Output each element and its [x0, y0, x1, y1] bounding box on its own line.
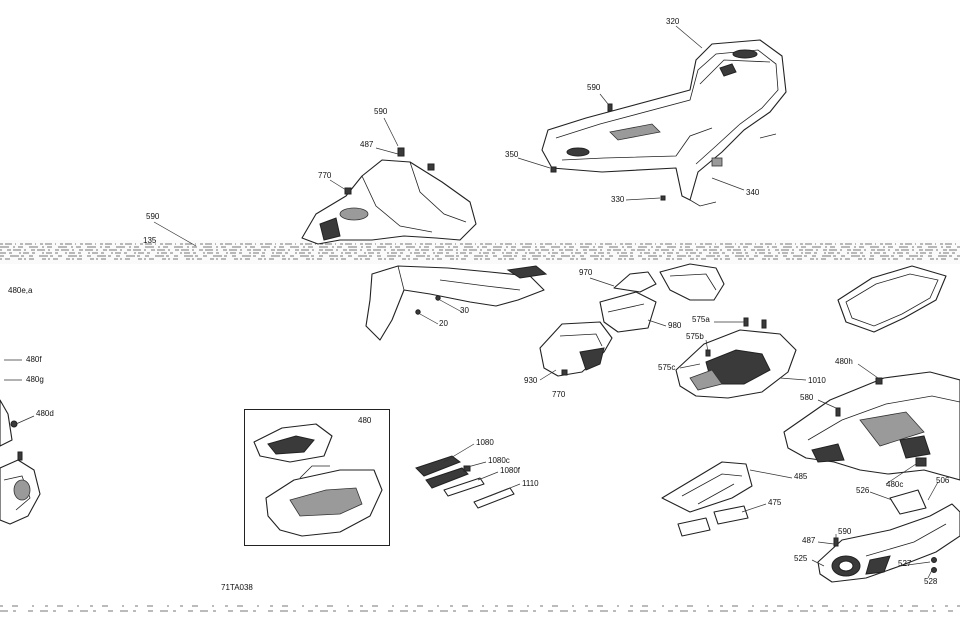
- callout-575a: 575a: [692, 315, 710, 324]
- seat-kit-frame: [244, 409, 390, 546]
- callout-590: 590: [838, 527, 852, 536]
- callout-930: 930: [524, 376, 538, 385]
- callout-480d: 480d: [36, 409, 54, 418]
- callout-970: 970: [579, 268, 593, 277]
- callout-480c: 480c: [886, 480, 904, 489]
- callout-770: 770: [318, 171, 332, 180]
- rack-hardware: [550, 103, 777, 201]
- callout-526: 526: [856, 486, 870, 495]
- callout-1080: 1080: [476, 438, 494, 447]
- scan-noise-bottom: [0, 605, 960, 612]
- callout-527: 527: [898, 559, 912, 568]
- front-bumper-left: [0, 399, 41, 525]
- callout-485: 485: [794, 472, 808, 481]
- callout-350: 350: [505, 150, 519, 159]
- callout-475: 475: [768, 498, 782, 507]
- callout-590: 590: [374, 107, 388, 116]
- callout-320: 320: [666, 17, 680, 26]
- callout-575b: 575b: [686, 332, 704, 341]
- front-fender-upper: [301, 147, 477, 245]
- callout-480f: 480f: [26, 355, 42, 364]
- pad-475: [677, 505, 749, 537]
- callout-528: 528: [924, 577, 938, 586]
- callout-135: 135: [143, 236, 157, 245]
- callout-480h: 480h: [835, 357, 853, 366]
- callout-580: 580: [800, 393, 814, 402]
- front-fender-lower: [365, 265, 548, 341]
- rear-bumper-525: [817, 503, 960, 583]
- callout-480: 480: [358, 416, 372, 425]
- callout-487: 487: [802, 536, 816, 545]
- tool-kit-1080: [415, 455, 515, 509]
- callout-1010: 1010: [808, 376, 826, 385]
- callout-20: 20: [439, 319, 448, 328]
- callout-770: 770: [552, 390, 566, 399]
- callout-487: 487: [360, 140, 374, 149]
- callout-480e-a: 480e,a: [8, 286, 33, 295]
- callout-980: 980: [668, 321, 682, 330]
- callout-590: 590: [146, 212, 160, 221]
- panel-930: [539, 321, 613, 377]
- callout-1080f: 1080f: [500, 466, 521, 475]
- callout-30: 30: [460, 306, 469, 315]
- callout-330: 330: [611, 195, 625, 204]
- seat-kit-480: [253, 423, 383, 537]
- rear-rack-320: [541, 39, 787, 207]
- scan-noise-band: [0, 240, 960, 264]
- panel-970: [613, 263, 725, 301]
- drawing-code: 71TA038: [221, 583, 253, 592]
- panel-980: [599, 291, 657, 333]
- callout-1080c: 1080c: [488, 456, 510, 465]
- body-frame-right: [783, 371, 960, 481]
- leader-lines: [4, 25, 939, 579]
- callout-480g: 480g: [26, 375, 44, 384]
- callout-340: 340: [746, 188, 760, 197]
- callout-525: 525: [794, 554, 808, 563]
- callout-506: 506: [936, 476, 950, 485]
- callout-590: 590: [587, 83, 601, 92]
- tray-frame: [837, 265, 947, 333]
- bracket-506: [889, 457, 927, 515]
- skid-plate-1010: [675, 317, 797, 399]
- skid-485: [661, 461, 753, 513]
- callout-575c: 575c: [658, 363, 676, 372]
- callout-1110: 1110: [522, 479, 539, 488]
